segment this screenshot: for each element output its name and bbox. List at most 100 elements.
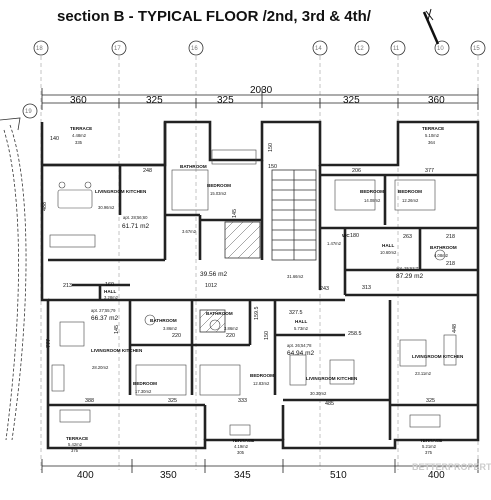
room-area: 12.26m2	[402, 198, 419, 203]
exterior-curve	[0, 117, 27, 441]
room-area: 3.86m2	[163, 326, 178, 331]
dim-segment: 350	[160, 470, 177, 481]
inner-dim: 213	[63, 283, 72, 289]
room-area: 4.19m2	[234, 444, 249, 449]
room-area: 12.83m2	[253, 381, 270, 386]
furniture	[49, 149, 457, 436]
dim-segment: 325	[343, 95, 360, 106]
room-name: BATHROOM	[430, 245, 457, 250]
common-dim: 1012	[205, 283, 217, 289]
room-area: 3.28m2	[104, 295, 119, 300]
room-area: 5.21m2	[422, 444, 437, 449]
axis-label: 12	[357, 46, 364, 52]
grid-axes-top: 18 17 16 14 12 11 10 15 19	[22, 40, 486, 119]
room-name: LIVINGROOM KITCHEN	[95, 189, 147, 194]
inner-dim: 388	[85, 398, 94, 404]
room-name: BEDROOM	[360, 189, 384, 194]
room-dim: 305	[237, 450, 245, 455]
room-name: TERRACE	[422, 126, 444, 131]
dim-segment: 400	[77, 470, 94, 481]
page-title: section B - TYPICAL FLOOR /2nd, 3rd & 4t…	[57, 8, 371, 25]
walls	[40, 120, 480, 450]
room-name: BEDROOM	[133, 381, 157, 386]
room-name: BATHROOM	[206, 311, 233, 316]
bottom-dimension: 400 350 345 510 400	[41, 459, 479, 481]
room-area: 23.11m2	[415, 371, 432, 376]
room-name: TERRACE	[66, 436, 88, 441]
inner-dim: 248	[143, 168, 152, 174]
inner-dim: 313	[362, 285, 371, 291]
inner-dim: 145	[114, 325, 120, 334]
inner-dim: 218	[446, 261, 455, 267]
common-area: 39.56 m2	[200, 271, 227, 278]
room-name: WC	[342, 233, 350, 238]
watermark: BETTERPROPERTIES	[412, 462, 491, 472]
dim-total: 2030	[250, 85, 273, 96]
inner-dim: 220	[226, 333, 235, 339]
room-name: LIVINGROOM KITCHEN	[306, 376, 358, 381]
apartment-area: 66.37 m2	[91, 315, 118, 322]
north-arrow-icon	[422, 8, 440, 45]
room-area: 30.96m2	[98, 205, 115, 210]
inner-dim: 327.5	[289, 310, 303, 316]
axis-label: 11	[393, 46, 400, 52]
staircase	[271, 169, 317, 261]
inner-dim: 325	[168, 398, 177, 404]
room-name: LIVINGROOM KITCHEN	[412, 354, 464, 359]
inner-dim: 485	[325, 401, 334, 407]
dim-segment: 325	[217, 95, 234, 106]
dim-segment: 360	[70, 95, 87, 106]
room-dim: 364	[428, 140, 436, 145]
apartment-area: 64.94 m2	[287, 350, 314, 357]
apartment-name: apt. 28;56;60	[123, 215, 148, 220]
room-area: 30.30m2	[310, 391, 327, 396]
room-area: 14.08m2	[364, 198, 381, 203]
common-side-area: 31.66m2	[287, 274, 304, 279]
inner-dim: 140	[50, 136, 59, 142]
room-labels: TERRACE 4.48m2 335 TERRACE 5.10m2 364 LI…	[66, 126, 464, 455]
room-area: 28.20m2	[92, 365, 109, 370]
axis-label: 18	[36, 46, 43, 52]
inner-dim: 159.5	[254, 307, 260, 321]
room-name: HALL	[295, 319, 307, 324]
inner-dim: 150	[268, 164, 277, 170]
room-name: TERRACE	[232, 438, 254, 443]
room-area: 5.42m2	[68, 442, 83, 447]
inner-dim: 206	[352, 168, 361, 174]
axis-label: 19	[25, 109, 32, 115]
room-name: TERRACE	[70, 126, 92, 131]
inner-dim: 325	[426, 398, 435, 404]
room-name: BEDROOM	[250, 373, 274, 378]
room-area: 5.10m2	[425, 133, 440, 138]
inner-dim: 777	[46, 339, 52, 348]
room-area: 4.08m2	[434, 253, 449, 258]
apartment-name: apt. 25;53;77	[396, 266, 421, 271]
inner-dim: 258.5	[348, 331, 362, 337]
inner-dim: 218	[446, 234, 455, 240]
room-dim: 335	[75, 140, 83, 145]
room-area: 1.47m2	[327, 241, 342, 246]
room-name: BEDROOM	[398, 189, 422, 194]
room-name: BATHROOM	[180, 164, 207, 169]
room-dim: 375	[71, 448, 79, 453]
room-dim: 375	[425, 450, 433, 455]
dim-segment: 345	[234, 470, 251, 481]
room-name: HALL	[104, 289, 116, 294]
shaft-hatching	[199, 221, 261, 333]
room-name: BEDROOM	[207, 183, 231, 188]
inner-dim: 488	[42, 202, 48, 211]
inner-dim: 333	[238, 398, 247, 404]
inner-dim: 180	[350, 233, 359, 239]
inner-dimensions: 140 248 150 206 377 313 243 388 485 258.…	[42, 136, 458, 407]
room-area: 4.48m2	[72, 133, 87, 138]
inner-dim: 145	[232, 209, 238, 218]
inner-dim: 243	[320, 286, 329, 292]
apartment-area: 87.29 m2	[396, 273, 423, 280]
inner-dim: 263	[403, 234, 412, 240]
room-name: LIVINGROOM KITCHEN	[91, 348, 143, 353]
dim-segment: 400	[428, 470, 445, 481]
top-dimension: 2030 360 325 325 325 360	[41, 85, 479, 110]
inner-dim: 377	[425, 168, 434, 174]
room-area: 5.73m2	[294, 326, 309, 331]
